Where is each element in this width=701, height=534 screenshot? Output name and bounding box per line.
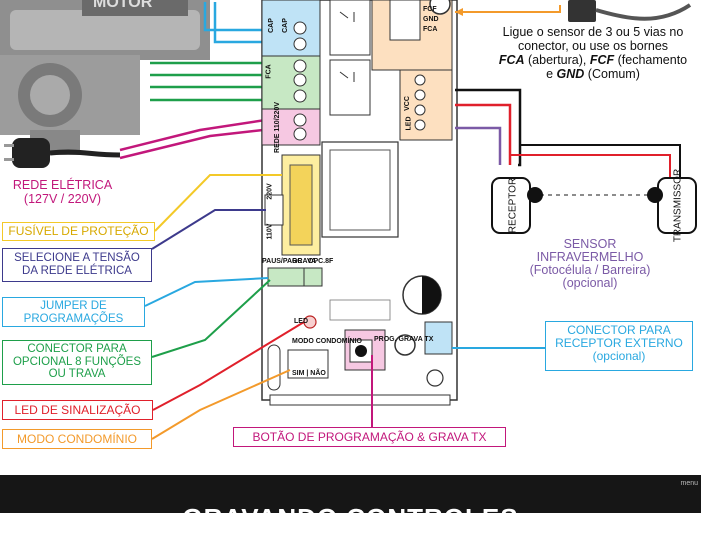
board-vcc: VCC	[403, 96, 411, 111]
label-tensao: SELECIONE A TENSÃO DA REDE ELÉTRICA	[2, 248, 152, 282]
label-led-sinalizacao: LED DE SINALIZAÇÃO	[2, 400, 153, 420]
motor-brand: MOTOR	[93, 0, 153, 11]
footer-title: GRAVANDO CONTROLES	[182, 503, 519, 533]
board-paus: PAUS/PARC	[262, 258, 303, 265]
board-prog: PROG. GRAVA TX	[374, 336, 434, 343]
power-plug	[4, 138, 121, 168]
motor-wires	[119, 2, 273, 160]
sensor-note-line3: FCA (abertura), FCF (fechamento	[485, 53, 701, 67]
label-botao-programacao: BOTÃO DE PROGRAMAÇÃO & GRAVA TX	[233, 427, 506, 447]
board-cap: CAP	[281, 18, 289, 33]
board-220v: 220V	[266, 183, 274, 200]
footer-logo: menu	[680, 480, 698, 487]
sensor-note-line1: Ligue o sensor de 3 ou 5 vias no	[502, 25, 684, 39]
transmissor-unit	[647, 177, 697, 234]
wiring-diagram	[0, 0, 697, 440]
fca-term: FCA	[498, 53, 525, 67]
board-110v: 110V	[266, 223, 274, 240]
receptor-label: RECEPTOR	[507, 177, 519, 234]
motor-body	[0, 0, 210, 155]
board-cap-motor: CAP	[267, 18, 275, 33]
sensor-subtitle: (Fotocélula / Barreira) (opcional)	[529, 263, 651, 290]
label-fusivel: FUSÍVEL DE PROTEÇÃO	[2, 222, 155, 241]
fechamento-text: (fechamento	[614, 53, 688, 67]
gnd-term: GND	[556, 67, 585, 81]
label-rede-eletrica: REDE ELÉTRICA (127V / 220V)	[12, 178, 113, 206]
sensor-title-text: SENSOR INFRAVERMELHO	[536, 237, 644, 264]
label-receptor-externo: CONECTOR PARA RECEPTOR EXTERNO (opcional…	[545, 321, 693, 371]
board-opc8f: OPC.8F	[308, 258, 334, 265]
board-led: LED	[405, 116, 413, 131]
board-fcf: FCF	[423, 6, 437, 13]
sensor-connection-note: Ligue o sensor de 3 ou 5 vias no conecto…	[485, 25, 701, 81]
board-sim-nao: SIM | NÃO	[292, 370, 326, 377]
transmissor-label: TRANSMISSOR	[672, 168, 684, 243]
sensor-wires	[455, 0, 692, 196]
label-conector-8-funcoes: CONECTOR PARA OPCIONAL 8 FUNÇÕES OU TRAV…	[2, 340, 152, 385]
board-fca: FCA	[423, 26, 438, 33]
footer-banner: GRAVANDO CONTROLES menu	[0, 475, 701, 533]
pcb-board	[261, 0, 458, 406]
board-gnd: GND	[423, 16, 439, 23]
label-modo-condominio: MODO CONDOMÍNIO	[2, 429, 152, 449]
abertura-text: (abertura),	[524, 53, 590, 67]
label-jumper: JUMPER DE PROGRAMAÇÕES	[2, 297, 145, 327]
sensor-title: SENSOR INFRAVERMELHO (Fotocélula / Barre…	[525, 238, 655, 290]
leader-lines	[144, 174, 545, 440]
board-grava: GRAVA	[292, 258, 317, 265]
sensor-note-line4: e GND (Comum)	[485, 67, 701, 81]
sensor-note-line2: conector, ou use os bornes	[517, 39, 669, 53]
board-led-small: LED	[294, 318, 308, 325]
fcf-term: FCF	[589, 53, 615, 67]
board-rede: REDE 110/220V	[273, 102, 281, 153]
board-ab: FCA	[265, 64, 273, 79]
comum-text: (Comum)	[584, 67, 640, 81]
receptor-unit	[491, 177, 543, 234]
board-modo: MODO CONDOMÍNIO	[292, 338, 362, 345]
e-text: e	[546, 67, 557, 81]
